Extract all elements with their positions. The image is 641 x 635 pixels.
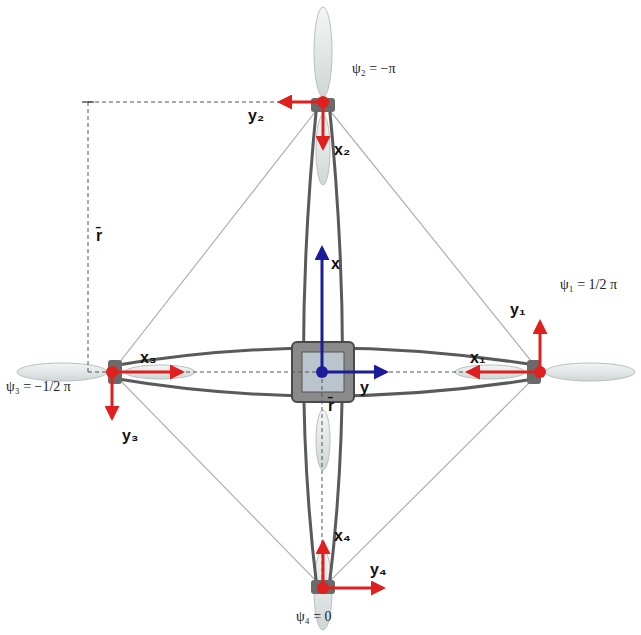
axis-label: y₁	[510, 302, 526, 318]
dimension-label: r̄	[96, 228, 102, 244]
angle-label: ψ₃ = −1/2 π	[6, 380, 71, 394]
axis-label: x	[331, 256, 340, 272]
axis-label: x₄	[334, 528, 351, 544]
axis-label: y₃	[122, 428, 138, 444]
angle-label: ψ₄ = 0	[296, 610, 332, 624]
axis-label: y₄	[370, 562, 387, 578]
axis-label: x₁	[470, 350, 486, 366]
axis-label: y	[360, 380, 369, 396]
angle-label: ψ₁ = 1/2 π	[560, 278, 617, 292]
axis-label: x₂	[334, 142, 350, 158]
angle-label: ψ₂ = −π	[352, 62, 396, 76]
dimension-label: r̄	[328, 398, 334, 414]
axis-label: x₃	[140, 350, 156, 366]
axis-label: y₂	[248, 108, 264, 124]
